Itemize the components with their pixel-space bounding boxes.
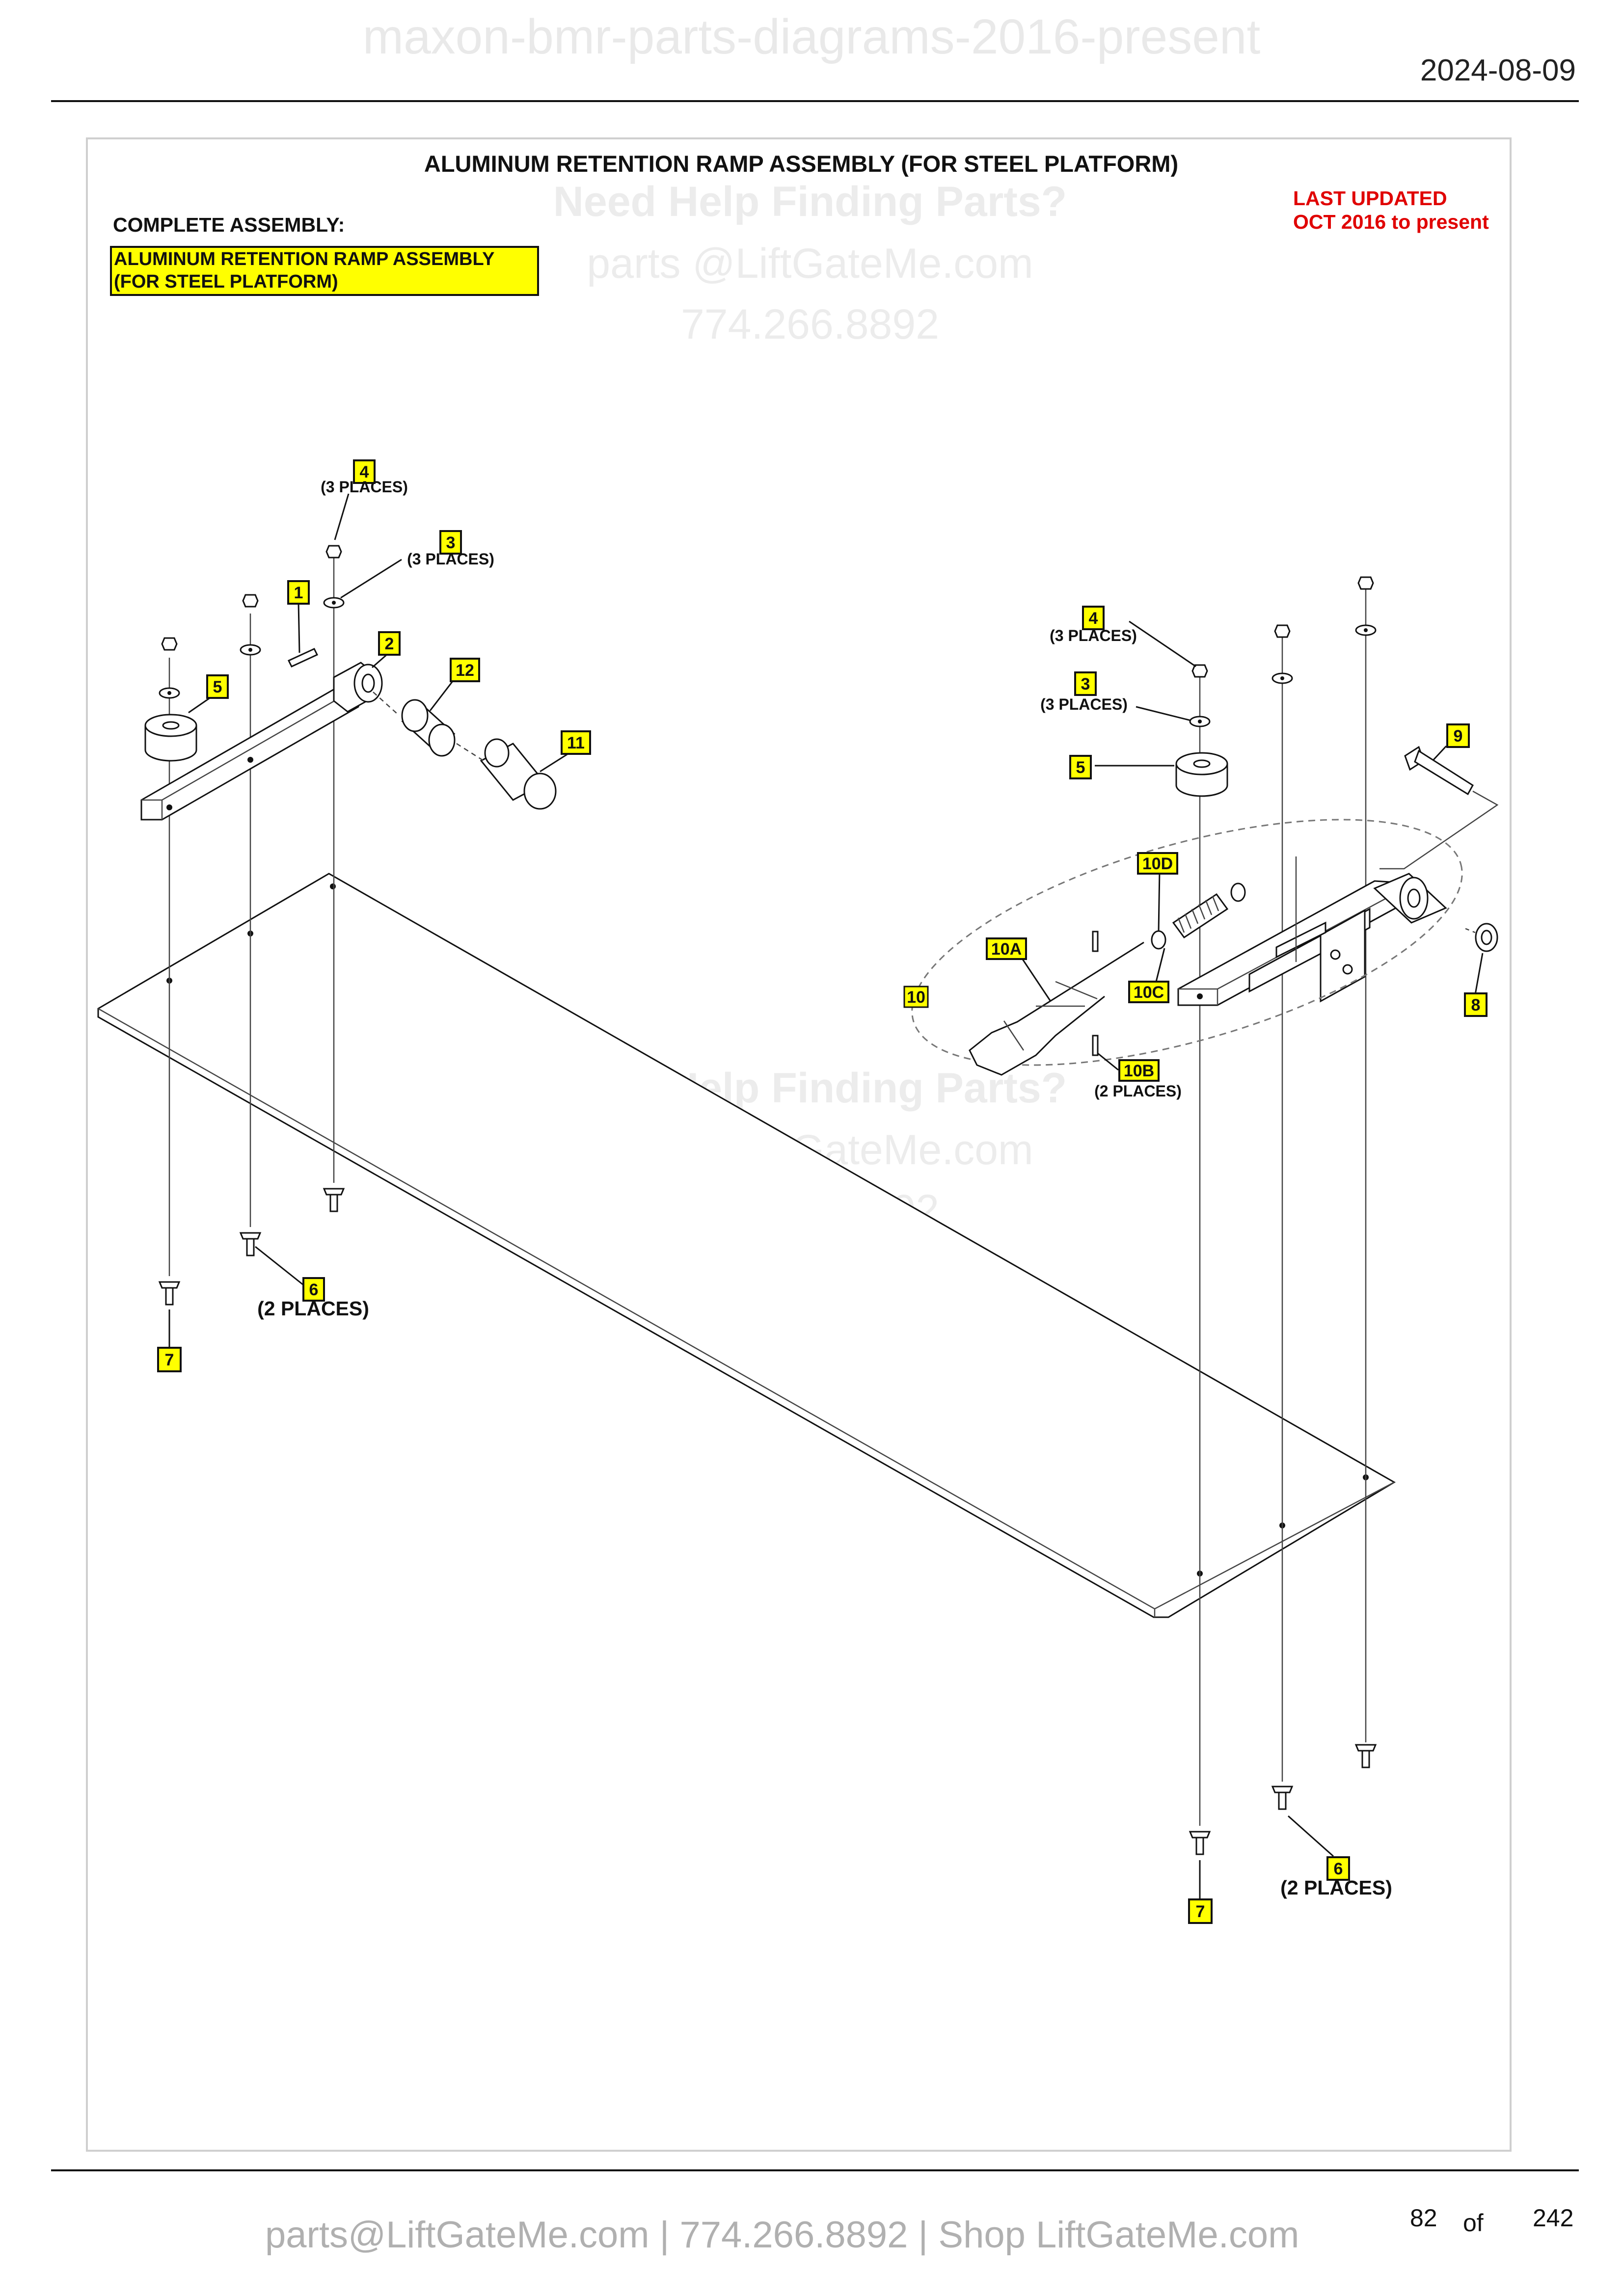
svg-text:(2 PLACES): (2 PLACES) [1094, 1082, 1182, 1100]
right-hinge-bracket [1177, 873, 1447, 1006]
svg-text:10C: 10C [1134, 983, 1164, 1002]
left-screws [158, 1188, 345, 1306]
svg-text:(3 PLACES): (3 PLACES) [407, 550, 494, 568]
svg-text:1: 1 [294, 584, 303, 602]
left-pin-11 [480, 738, 557, 810]
watermark-help: Need Help Finding Parts? [553, 178, 1067, 225]
left-nuts-washers [159, 545, 345, 699]
svg-text:10D: 10D [1142, 854, 1173, 873]
svg-text:(3 PLACES): (3 PLACES) [321, 478, 408, 496]
watermark-email: parts @LiftGateMe.com [587, 240, 1033, 287]
right-nuts-washers [1189, 576, 1377, 727]
svg-text:12: 12 [456, 661, 474, 680]
assembly-highlight-box [110, 246, 539, 296]
last-updated-range: OCT 2016 to present [1293, 211, 1489, 233]
right-spacer-block [1175, 752, 1228, 797]
svg-text:7: 7 [1196, 1902, 1205, 1921]
page-number-of: of [1463, 2209, 1484, 2237]
left-bushing-12 [401, 699, 456, 757]
svg-text:(3 PLACES): (3 PLACES) [1050, 627, 1137, 644]
callout-11: 11 [561, 730, 591, 755]
callout-7-left: 7 [157, 1347, 182, 1372]
svg-text:(2 PLACES): (2 PLACES) [1280, 1876, 1392, 1899]
leader-lines [168, 493, 1484, 1899]
svg-text:4: 4 [360, 463, 369, 481]
footer-rule [51, 2169, 1579, 2171]
callout-10a: 10A [986, 937, 1027, 960]
callout-4-right: 4 (3 PLACES) [1050, 606, 1137, 644]
latch-assembly-group [911, 819, 1463, 1066]
latch-spring-10c [1172, 893, 1229, 939]
svg-text:5: 5 [213, 678, 222, 696]
svg-text:(2 PLACES): (2 PLACES) [257, 1297, 369, 1320]
header-rule [51, 100, 1579, 102]
svg-text:(3 PLACES): (3 PLACES) [1040, 695, 1128, 713]
page-number-current: 82 [1410, 2204, 1437, 2232]
assembly-highlight-line1: ALUMINUM RETENTION RAMP ASSEMBLY [114, 249, 495, 269]
callout-5-right: 5 [1069, 755, 1092, 779]
svg-text:10: 10 [907, 988, 925, 1007]
complete-assembly-label: COMPLETE ASSEMBLY: [113, 214, 345, 236]
callout-7-right: 7 [1188, 1898, 1213, 1924]
svg-text:9: 9 [1454, 727, 1463, 746]
footer-contact: parts@LiftGateMe.com | 774.266.8892 | Sh… [265, 2214, 1299, 2256]
svg-text:4: 4 [1089, 609, 1098, 628]
callout-2: 2 [378, 631, 401, 656]
svg-text:11: 11 [567, 734, 585, 752]
document-date: 2024-08-09 [1420, 53, 1576, 87]
latch-pins-10b [1092, 931, 1099, 1056]
right-bolt-9 [1404, 746, 1474, 796]
right-screws [1189, 1744, 1377, 1855]
svg-text:7: 7 [165, 1351, 174, 1369]
svg-text:8: 8 [1471, 996, 1481, 1015]
assembly-lines [168, 555, 1367, 1826]
watermark-phone: 774.266.8892 [681, 301, 939, 348]
callout-3-right: 3 (3 PLACES) [1040, 671, 1128, 713]
callout-10b: 10B (2 PLACES) [1094, 1059, 1182, 1100]
svg-text:6: 6 [1334, 1860, 1343, 1878]
svg-text:3: 3 [446, 534, 456, 552]
latch-washers-10d [1151, 882, 1246, 950]
watermark-title: maxon-bmr-parts-diagrams-2016-present [362, 9, 1261, 64]
svg-text:10A: 10A [991, 940, 1022, 959]
callout-1: 1 [287, 580, 310, 605]
page-number-total: 242 [1533, 2204, 1574, 2232]
callout-6-left: 6 (2 PLACES) [257, 1277, 369, 1320]
callout-12: 12 [450, 658, 480, 682]
svg-text:6: 6 [309, 1281, 319, 1299]
callout-9: 9 [1446, 723, 1470, 748]
callout-10: 10 [903, 986, 929, 1008]
diagram-frame [86, 137, 1512, 2152]
diagram-title: ALUMINUM RETENTION RAMP ASSEMBLY (FOR ST… [424, 151, 1178, 177]
left-hinge-arm [140, 648, 383, 821]
right-nut-8 [1475, 923, 1498, 952]
latch-handle-10a [969, 941, 1144, 1076]
callout-3-left: 3 (3 PLACES) [407, 530, 494, 568]
callout-5-left: 5 [206, 674, 229, 699]
callout-10c: 10C [1128, 981, 1169, 1003]
svg-text:3: 3 [1081, 675, 1090, 694]
left-spacer-block [144, 714, 197, 762]
ramp-plate [97, 873, 1396, 1618]
assembly-highlight-line2: (FOR STEEL PLATFORM) [114, 271, 338, 292]
callout-8: 8 [1464, 992, 1488, 1017]
last-updated-label: LAST UPDATED [1293, 187, 1447, 210]
callout-10d: 10D [1137, 852, 1178, 875]
svg-text:5: 5 [1076, 758, 1085, 777]
svg-text:10B: 10B [1124, 1062, 1154, 1080]
callout-6-right: 6 (2 PLACES) [1280, 1856, 1392, 1899]
callout-4-left: 4 (3 PLACES) [321, 459, 408, 496]
svg-text:2: 2 [385, 635, 394, 653]
